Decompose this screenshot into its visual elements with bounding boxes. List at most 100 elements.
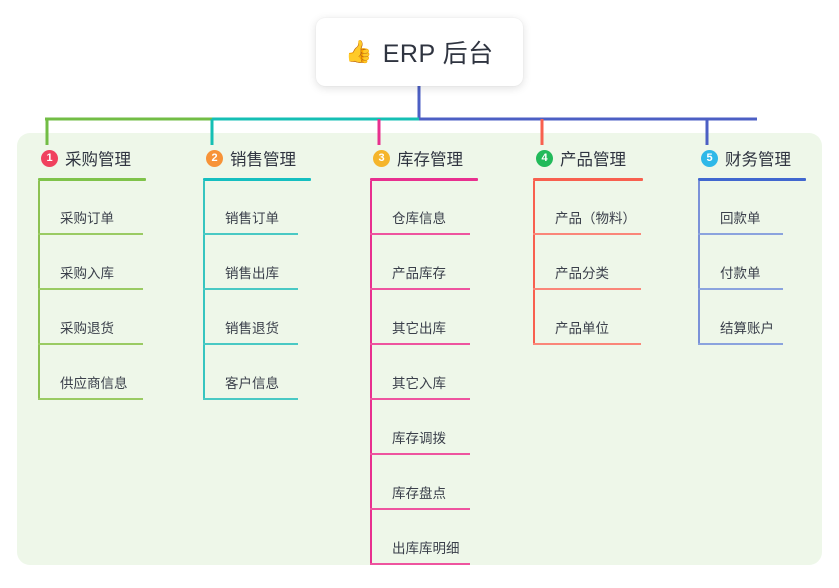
list-item-label: 销售订单	[225, 211, 279, 226]
list-item[interactable]: 采购退货	[38, 291, 146, 346]
column-spine	[370, 181, 372, 564]
column-items: 采购订单采购入库采购退货供应商信息	[38, 181, 146, 401]
list-item-rule	[698, 343, 783, 345]
list-item-rule	[38, 398, 143, 400]
column-header-rule	[370, 178, 478, 181]
column-header-rule	[38, 178, 146, 181]
list-item[interactable]: 产品（物料）	[533, 181, 643, 236]
list-item[interactable]: 其它出库	[370, 291, 478, 346]
column-库存管理: 3 库存管理仓库信息产品库存其它出库其它入库库存调拨库存盘点出库库明细	[370, 143, 478, 566]
column-spine	[38, 181, 40, 399]
list-item[interactable]: 付款单	[698, 236, 806, 291]
list-item[interactable]: 产品分类	[533, 236, 643, 291]
list-item-label: 产品分类	[555, 266, 609, 281]
list-item[interactable]: 回款单	[698, 181, 806, 236]
column-title: 销售管理	[230, 151, 296, 169]
list-item-label: 采购入库	[60, 266, 114, 281]
list-item-rule	[370, 343, 470, 345]
list-item[interactable]: 其它入库	[370, 346, 478, 401]
list-item-label: 销售退货	[225, 321, 279, 336]
list-item-label: 库存调拨	[392, 431, 446, 446]
list-item[interactable]: 采购订单	[38, 181, 146, 236]
column-header[interactable]: 4 产品管理	[533, 143, 643, 173]
list-item-rule	[533, 288, 641, 290]
list-item[interactable]: 销售退货	[203, 291, 311, 346]
column-header[interactable]: 3 库存管理	[370, 143, 478, 173]
list-item[interactable]: 库存调拨	[370, 401, 478, 456]
list-item-rule	[370, 508, 470, 510]
column-number-badge: 4	[536, 149, 553, 167]
list-item-rule	[203, 343, 298, 345]
list-item-rule	[203, 398, 298, 400]
column-spine	[533, 181, 535, 344]
list-item-rule	[203, 233, 298, 235]
list-item-rule	[533, 343, 641, 345]
column-number-badge: 3	[373, 149, 390, 167]
list-item-label: 付款单	[720, 266, 761, 281]
column-number-badge: 5	[701, 149, 718, 167]
list-item-label: 其它出库	[392, 321, 446, 336]
list-item-rule	[698, 288, 783, 290]
list-item-label: 销售出库	[225, 266, 279, 281]
list-item[interactable]: 销售出库	[203, 236, 311, 291]
column-header-rule	[533, 178, 643, 181]
list-item[interactable]: 采购入库	[38, 236, 146, 291]
column-items: 仓库信息产品库存其它出库其它入库库存调拨库存盘点出库库明细	[370, 181, 478, 566]
list-item-rule	[203, 288, 298, 290]
list-item-label: 其它入库	[392, 376, 446, 391]
column-spine	[203, 181, 205, 399]
list-item-rule	[38, 288, 143, 290]
column-items: 产品（物料） 产品分类产品单位	[533, 181, 643, 346]
column-header-rule	[203, 178, 311, 181]
list-item-label: 采购退货	[60, 321, 114, 336]
column-产品管理: 4 产品管理产品（物料） 产品分类产品单位	[533, 143, 643, 346]
list-item[interactable]: 产品单位	[533, 291, 643, 346]
list-item-rule	[698, 233, 783, 235]
list-item-rule	[370, 563, 470, 565]
list-item[interactable]: 库存盘点	[370, 456, 478, 511]
column-title: 库存管理	[397, 151, 463, 169]
list-item-label: 产品库存	[392, 266, 446, 281]
list-item-rule	[370, 453, 470, 455]
list-item-label: 供应商信息	[60, 376, 128, 391]
list-item-label: 出库库明细	[392, 541, 460, 556]
list-item-rule	[533, 233, 641, 235]
list-item-label: 采购订单	[60, 211, 114, 226]
column-title: 产品管理	[560, 151, 626, 169]
list-item-label: 结算账户	[720, 321, 774, 336]
column-title: 财务管理	[725, 151, 791, 169]
list-item[interactable]: 供应商信息	[38, 346, 146, 401]
column-items: 销售订单销售出库销售退货客户信息	[203, 181, 311, 401]
diagram-canvas	[17, 133, 822, 565]
column-spine	[698, 181, 700, 344]
list-item[interactable]: 仓库信息	[370, 181, 478, 236]
list-item[interactable]: 出库库明细	[370, 511, 478, 566]
list-item-rule	[370, 288, 470, 290]
root-node-card: 👍 ERP 后台	[316, 18, 523, 86]
column-number-badge: 2	[206, 149, 223, 167]
list-item[interactable]: 结算账户	[698, 291, 806, 346]
list-item-label: 产品（物料）	[555, 211, 636, 226]
list-item-label: 仓库信息	[392, 211, 446, 226]
list-item[interactable]: 销售订单	[203, 181, 311, 236]
list-item[interactable]: 客户信息	[203, 346, 311, 401]
list-item-label: 客户信息	[225, 376, 279, 391]
thumbs-up-icon: 👍	[345, 39, 373, 64]
list-item-rule	[370, 398, 470, 400]
list-item[interactable]: 产品库存	[370, 236, 478, 291]
list-item-rule	[370, 233, 470, 235]
list-item-rule	[38, 233, 143, 235]
column-销售管理: 2 销售管理销售订单销售出库销售退货客户信息	[203, 143, 311, 401]
column-items: 回款单付款单结算账户	[698, 181, 806, 346]
page-title: ERP 后台	[382, 40, 494, 68]
column-header[interactable]: 5 财务管理	[698, 143, 806, 173]
list-item-label: 库存盘点	[392, 486, 446, 501]
column-header[interactable]: 2 销售管理	[203, 143, 311, 173]
column-header-rule	[698, 178, 806, 181]
list-item-label: 产品单位	[555, 321, 609, 336]
column-财务管理: 5 财务管理回款单付款单结算账户	[698, 143, 806, 346]
column-number-badge: 1	[41, 149, 58, 167]
